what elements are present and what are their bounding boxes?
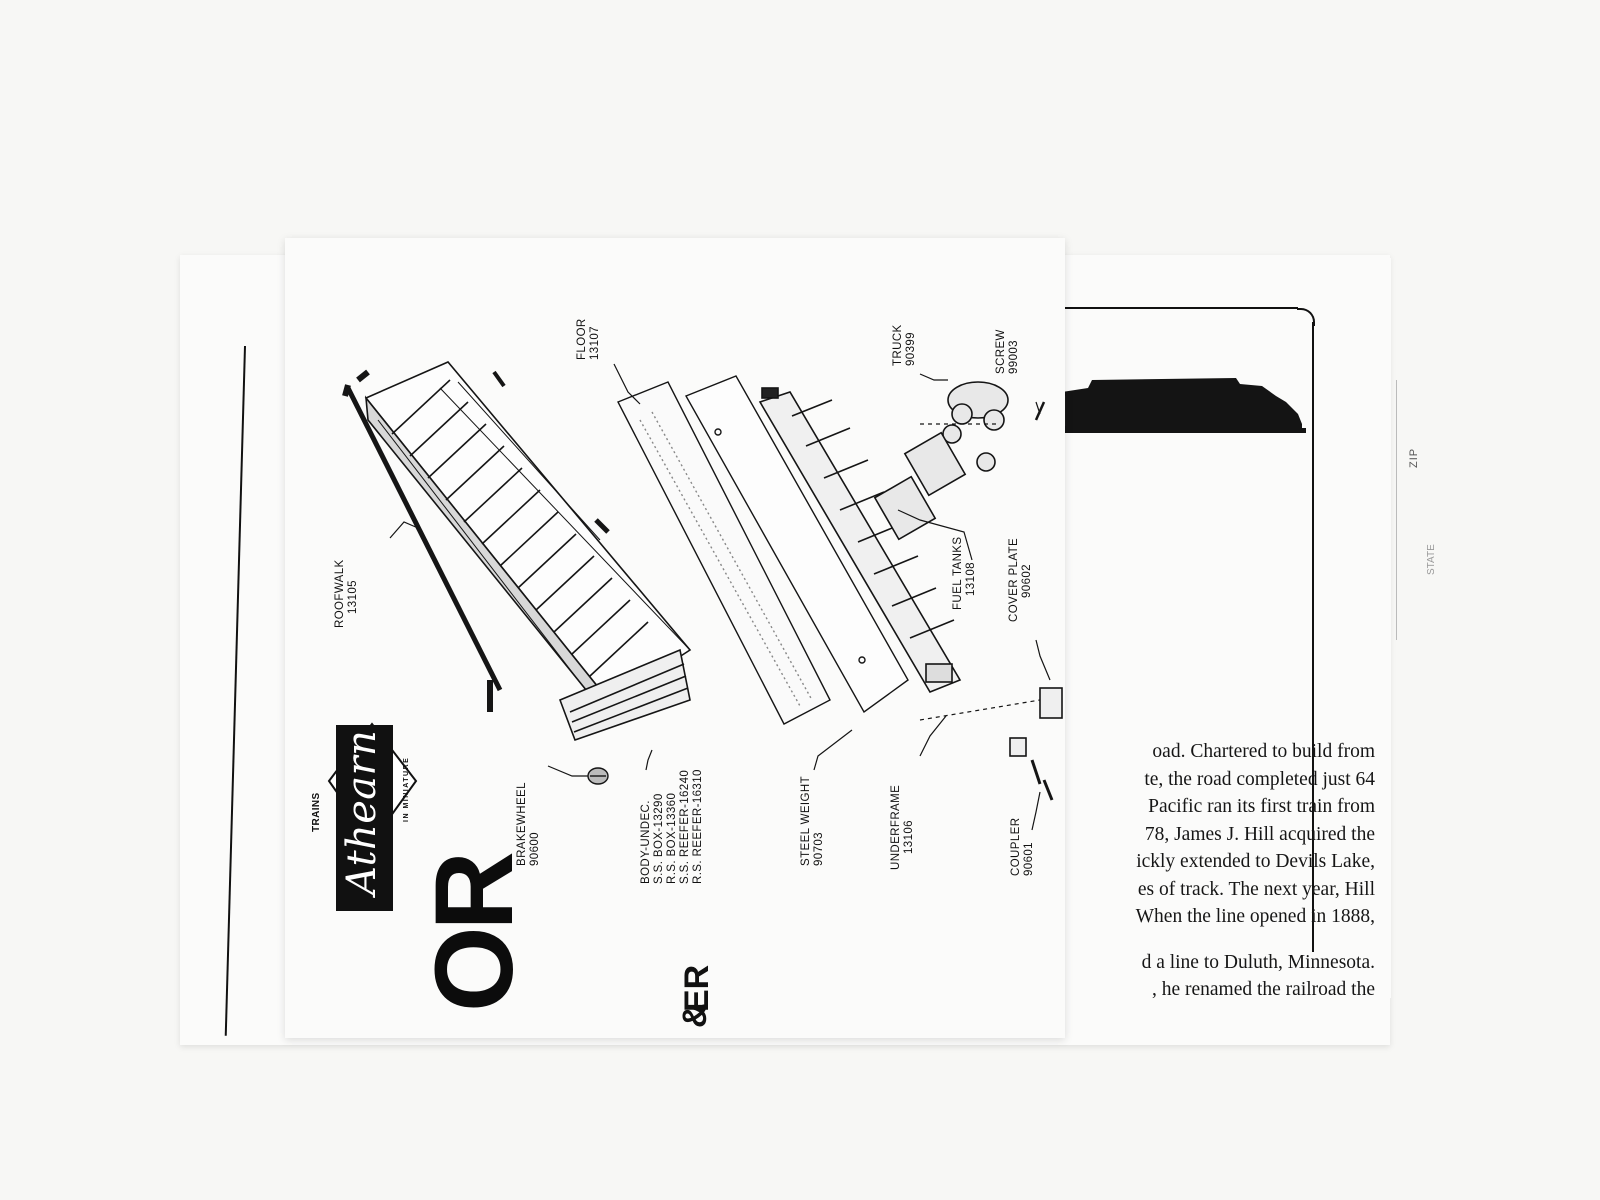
logo-side-text: IN MINIATURE xyxy=(403,756,410,822)
logo-script-text: Athearn xyxy=(339,729,385,895)
history-line: Pacific ran its first train from xyxy=(1148,796,1375,817)
logo-miniature-text: IN MINIATURE xyxy=(400,757,413,822)
label-steel-weight: STEEL WEIGHT 90703 xyxy=(800,776,826,866)
cover-plate-name: COVER PLATE xyxy=(1008,537,1020,622)
truck-and-fuel-tanks xyxy=(873,381,1046,541)
fuel-tanks-number: 13108 xyxy=(965,562,977,596)
underframe-number: 13106 xyxy=(903,820,915,854)
truck-number: 90399 xyxy=(905,332,917,366)
brakewheel-number: 90600 xyxy=(529,832,541,866)
label-body: BODY-UNDEC. S.S. BOX-13290 R.S. BOX-1336… xyxy=(640,769,705,884)
subtitle-fragment-2: ER xyxy=(678,964,716,1012)
coupler-and-cover-plate xyxy=(1009,687,1063,801)
body-line: R.S. BOX-13360 xyxy=(666,792,678,884)
label-coupler: COUPLER 90601 xyxy=(1010,818,1036,876)
page-border-top xyxy=(1040,307,1298,309)
state-label: STATE xyxy=(1426,544,1437,575)
steel-weight-number: 90703 xyxy=(813,832,825,866)
label-underframe: UNDERFRAME 13106 xyxy=(890,785,916,870)
history-line: ickly extended to Devils Lake, xyxy=(1136,851,1375,872)
label-truck: TRUCK 90399 xyxy=(892,324,918,366)
history-line: , he renamed the railroad the xyxy=(1151,979,1375,1000)
athearn-logo xyxy=(327,722,418,911)
cover-plate-number: 90602 xyxy=(1021,564,1033,598)
screw-number: 99003 xyxy=(1008,340,1020,374)
floor-name: FLOOR xyxy=(576,318,588,360)
floor-number: 13107 xyxy=(589,326,601,360)
label-fuel-tanks: FUEL TANKS 13108 xyxy=(952,537,978,610)
page-border-corner xyxy=(1297,308,1315,326)
boxcar-body xyxy=(342,361,692,742)
body-line: S.S. BOX-13290 xyxy=(653,793,665,884)
truck-name: TRUCK xyxy=(892,324,904,366)
steel-weight-plate xyxy=(684,375,909,714)
roofwalk-name: ROOFWALK xyxy=(334,559,346,628)
title-fragment: OR xyxy=(413,855,536,1012)
coupler-name: COUPLER xyxy=(1010,817,1022,876)
zip-label: ZIP xyxy=(1408,447,1420,468)
screw-name: SCREW xyxy=(995,329,1007,374)
body-line: S.S. REEFER-16240 xyxy=(679,769,691,884)
body-line: BODY-UNDEC. xyxy=(640,800,652,884)
label-screw: SCREW 99003 xyxy=(995,329,1021,374)
coupler-number: 90601 xyxy=(1023,842,1035,876)
roofwalk-number: 13105 xyxy=(347,580,359,614)
brakewheel-name: BRAKEWHEEL xyxy=(516,782,528,866)
label-brakewheel: BRAKEWHEEL 90600 xyxy=(516,782,542,866)
history-line-break xyxy=(1085,931,1375,949)
logo-top-text: TRAINS xyxy=(311,792,322,832)
logo-trains-text: TRAINS xyxy=(310,792,323,832)
label-roofwalk: ROOFWALK 13105 xyxy=(334,559,360,628)
history-line: 78, James J. Hill acquired the xyxy=(1144,823,1375,845)
steel-weight-name: STEEL WEIGHT xyxy=(800,776,812,866)
label-floor: FLOOR 13107 xyxy=(576,318,602,360)
body-line: R.S. REEFER-16310 xyxy=(692,769,704,884)
history-paragraph: oad. Chartered to build from te, the roa… xyxy=(1085,738,1375,1004)
exploded-parts-diagram xyxy=(327,361,1063,911)
page-border-right xyxy=(1312,322,1314,952)
label-cover-plate: COVER PLATE 90602 xyxy=(1008,538,1034,622)
history-line: When the line opened in 1888, xyxy=(1135,906,1375,927)
floor-plate xyxy=(617,381,831,725)
leader-lines xyxy=(389,363,1051,831)
underframe-name: UNDERFRAME xyxy=(890,784,902,870)
history-line: te, the road completed just 64 xyxy=(1144,768,1375,790)
history-line: oad. Chartered to build from xyxy=(1152,741,1375,762)
form-line xyxy=(1396,380,1397,640)
logo-script: Athearn xyxy=(336,730,388,895)
brakewheel xyxy=(587,767,609,785)
underframe xyxy=(758,387,962,693)
history-line: d a line to Duluth, Minnesota. xyxy=(1141,951,1375,973)
fuel-tanks-name: FUEL TANKS xyxy=(952,536,964,610)
history-line: es of track. The next year, Hill xyxy=(1137,878,1375,900)
